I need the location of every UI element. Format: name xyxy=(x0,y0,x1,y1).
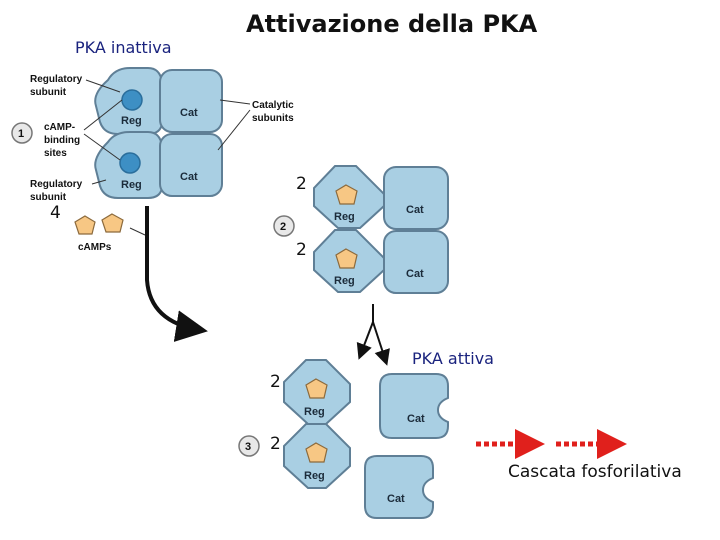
cat-label-4: Cat xyxy=(406,268,424,280)
cat-label-1: Cat xyxy=(180,107,198,119)
reg-label-3: Reg xyxy=(334,211,355,223)
catalytic-subunit-bottom xyxy=(159,133,223,197)
annotation-camps: cAMPs xyxy=(78,242,112,253)
catalytic-subunit-top xyxy=(159,69,223,133)
step-2-marker: 2 xyxy=(273,215,295,237)
cascade-label: Cascata fosforilativa xyxy=(508,462,682,482)
annotation-regulatory-subunit-bottom-1: Regulatory xyxy=(30,179,83,190)
annotation-regulatory-subunit-top-2: subunit xyxy=(30,87,67,98)
catalytic-subunit-bound-top xyxy=(383,166,449,230)
camp-molecule xyxy=(305,378,328,399)
inactive-pka-label: PKA inattiva xyxy=(75,38,172,57)
count-2-c: 2 xyxy=(270,372,281,392)
count-2-b: 2 xyxy=(296,240,307,260)
active-pka-label: PKA attiva xyxy=(412,349,494,368)
step-1-marker: 1 xyxy=(11,122,33,144)
annotation-catalytic-2: subunits xyxy=(252,113,294,124)
leader-line xyxy=(129,227,146,236)
annotation-regulatory-subunit-top-1: Regulatory xyxy=(30,74,83,85)
camp-bound-complex: Reg Cat Reg Cat xyxy=(313,165,449,294)
reg-label-4: Reg xyxy=(334,275,355,287)
camp-molecule xyxy=(101,213,124,233)
camp-molecule xyxy=(305,442,328,463)
catalytic-subunit-active-bottom xyxy=(364,455,434,519)
leader-line xyxy=(91,179,107,185)
catalytic-subunit-active-top xyxy=(379,373,449,439)
leader-line xyxy=(219,99,251,105)
camp-molecule xyxy=(335,184,358,205)
camp-binding-site-top xyxy=(121,89,143,111)
free-camps xyxy=(74,213,146,236)
step-3-number: 3 xyxy=(245,441,251,453)
step-1-number: 1 xyxy=(18,128,24,140)
count-2-d: 2 xyxy=(270,434,281,454)
cat-label-5: Cat xyxy=(407,413,425,425)
annotation-catalytic-1: Catalytic xyxy=(252,100,294,111)
step-3-marker: 3 xyxy=(238,435,260,457)
reg-label-2: Reg xyxy=(121,179,142,191)
reg-label-5: Reg xyxy=(304,406,325,418)
inactive-pka-complex: Reg Cat Reg Cat xyxy=(94,67,223,199)
cat-label-3: Cat xyxy=(406,204,424,216)
annotation-camp-binding-2: binding xyxy=(44,135,80,146)
arrow-left-branch xyxy=(356,321,374,360)
catalytic-subunit-bound-bottom xyxy=(383,230,449,294)
annotation-regulatory-subunit-bottom-2: subunit xyxy=(30,192,67,203)
step-2-number: 2 xyxy=(280,221,286,233)
annotation-camp-binding-3: sites xyxy=(44,148,67,159)
camp-molecule xyxy=(335,248,358,269)
reg-label-6: Reg xyxy=(304,470,325,482)
camp-count: 4 xyxy=(50,203,61,223)
camp-molecule xyxy=(74,215,96,235)
camp-binding-site-bottom xyxy=(119,152,141,174)
activation-arrow xyxy=(145,206,208,342)
count-2-a: 2 xyxy=(296,174,307,194)
leader-line xyxy=(83,99,123,131)
reg-label-1: Reg xyxy=(121,115,142,127)
left-annotations: Regulatory subunit cAMP- binding sites R… xyxy=(30,74,294,253)
arrow-right-branch xyxy=(372,321,390,366)
cat-label-2: Cat xyxy=(180,171,198,183)
dissociation-arrows xyxy=(356,304,390,366)
dissociated-subunits: Reg Reg Cat Cat xyxy=(283,359,449,519)
leader-line xyxy=(217,109,251,151)
cat-label-6: Cat xyxy=(387,493,405,505)
page-title: Attivazione della PKA xyxy=(246,10,538,38)
leader-line xyxy=(85,79,121,93)
leader-line xyxy=(83,133,121,161)
annotation-camp-binding-1: cAMP- xyxy=(44,122,75,133)
